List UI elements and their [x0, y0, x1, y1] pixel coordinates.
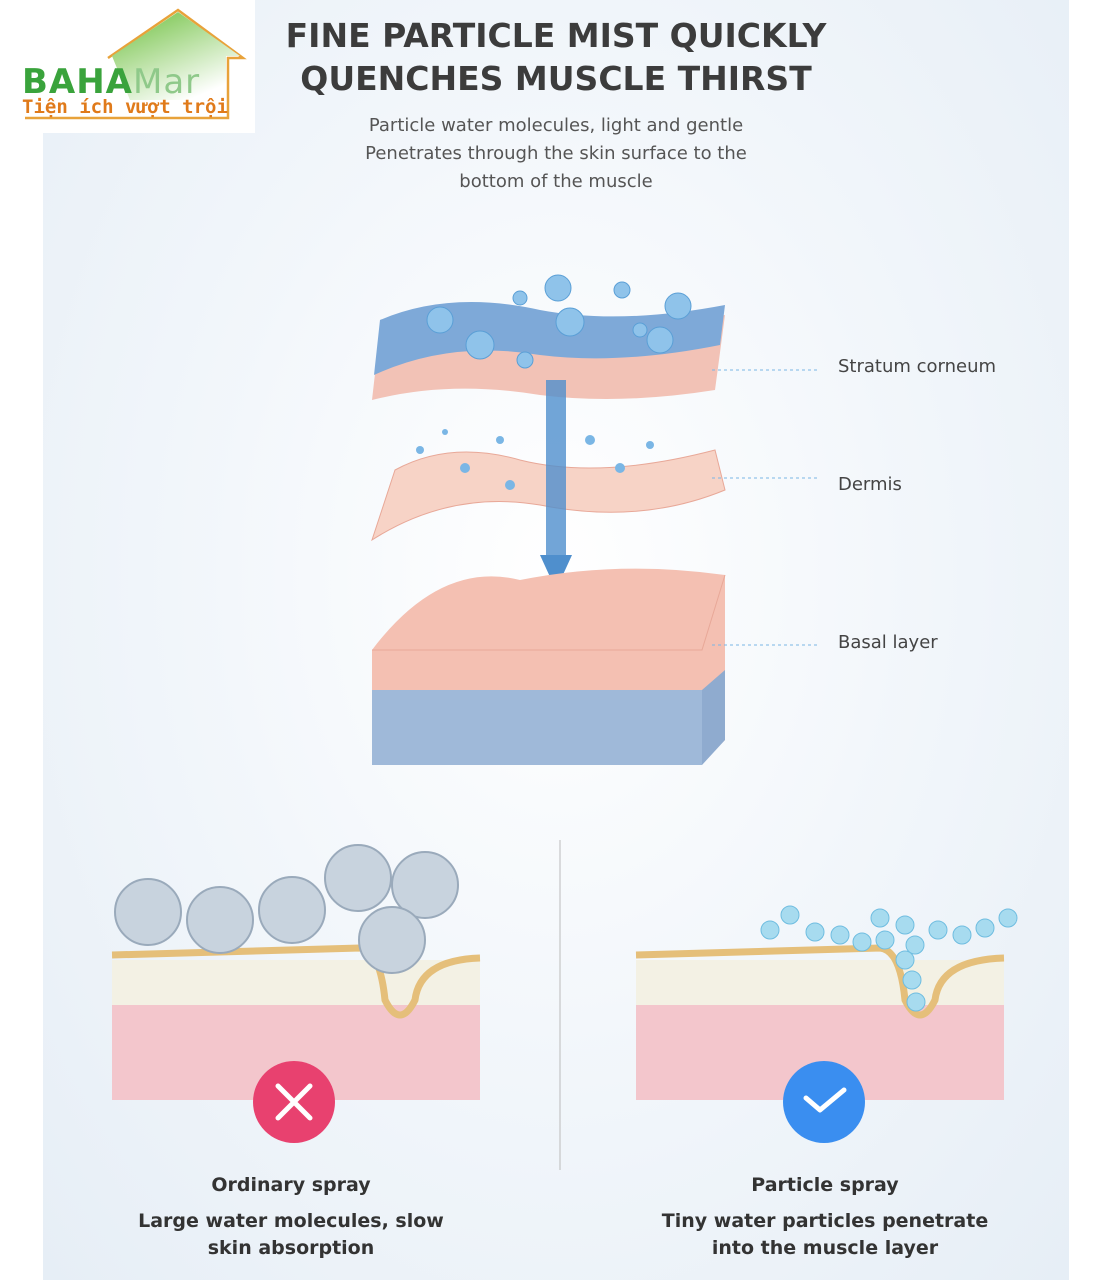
mist-dots [416, 429, 654, 490]
ordinary-spray-caption: Ordinary spray Large water molecules, sl… [111, 1172, 471, 1262]
leader-lines [712, 369, 818, 646]
water-bubbles [426, 274, 692, 369]
ordinary-spray-desc-2: skin absorption [207, 1237, 375, 1259]
label-basal-layer: Basal layer [838, 632, 938, 653]
ordinary-spray-title: Ordinary spray [211, 1174, 371, 1196]
check-icon [783, 1061, 865, 1143]
label-dermis: Dermis [838, 474, 902, 495]
particle-spray-desc-1: Tiny water particles penetrate [661, 1210, 989, 1232]
house-logo-icon [25, 8, 247, 120]
page-title: FINE PARTICLE MIST QUICKLY QUENCHES MUSC… [200, 14, 912, 100]
title-line-2: QUENCHES MUSCLE THIRST [300, 59, 812, 98]
subtitle-line-2: Penetrates through the skin surface to t… [365, 143, 747, 164]
particle-spray-caption: Particle spray Tiny water particles pene… [645, 1172, 1005, 1262]
ordinary-spray-desc-1: Large water molecules, slow [138, 1210, 444, 1232]
label-stratum-corneum: Stratum corneum [838, 356, 997, 377]
subtitle-line-1: Particle water molecules, light and gent… [368, 115, 744, 136]
subtitle-line-3: bottom of the muscle [459, 171, 653, 192]
logo-tagline: Tiện ích vượt trội [22, 96, 228, 118]
subtitle: Particle water molecules, light and gent… [300, 112, 812, 196]
logo: BAHAMar Tiện ích vượt trội [0, 0, 255, 133]
logo-brand-bold: BAHA [22, 62, 133, 102]
basal-layer-block [372, 568, 726, 765]
down-arrow-icon [546, 380, 566, 560]
title-line-1: FINE PARTICLE MIST QUICKLY [285, 16, 827, 55]
particle-spray-desc-2: into the muscle layer [711, 1237, 939, 1259]
particle-spray-title: Particle spray [751, 1174, 899, 1196]
logo-brand-light: Mar [133, 62, 201, 102]
x-icon [253, 1061, 335, 1143]
